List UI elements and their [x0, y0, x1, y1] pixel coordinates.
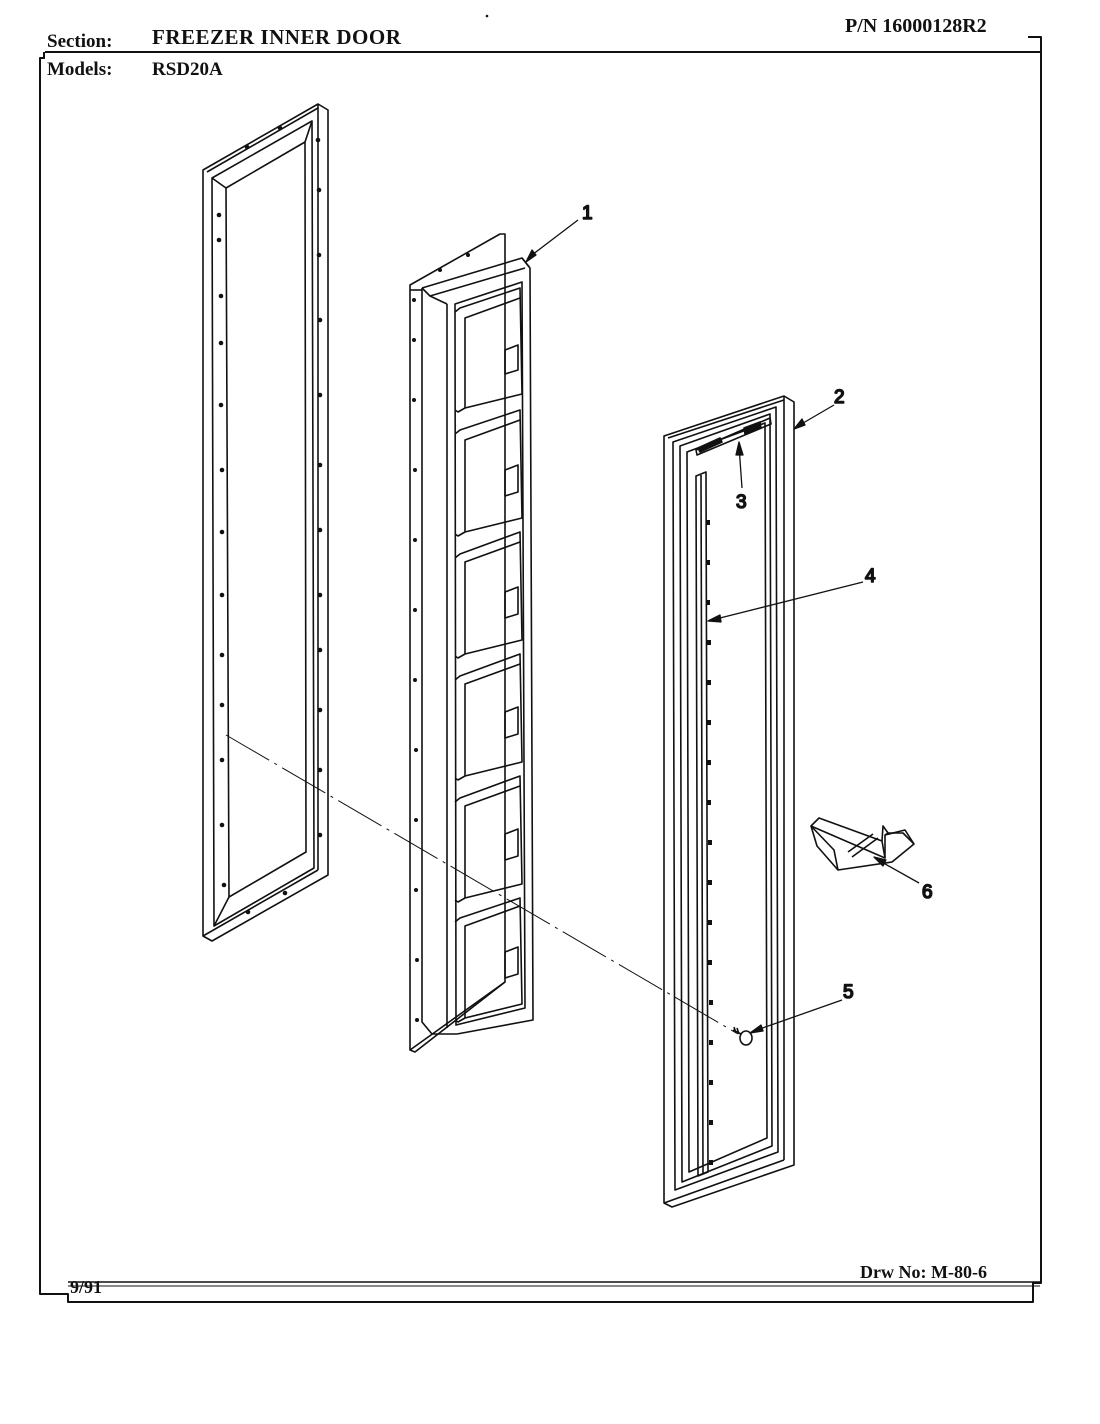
liner-screw-holes — [412, 253, 470, 1022]
alignment-dash-line — [225, 734, 739, 1035]
retainer-bar-part — [695, 471, 709, 1177]
models-label: Models: — [47, 59, 113, 80]
inner-door-panel-part — [663, 395, 795, 1208]
callout-1: 1 — [582, 203, 593, 224]
section-label: Section: — [47, 31, 113, 52]
inner-liner-part — [409, 233, 534, 1053]
outer-frame-part — [202, 103, 329, 942]
stray-dot — [485, 14, 489, 18]
page-frame — [39, 36, 1042, 1303]
callout-3: 3 — [736, 492, 747, 513]
retainer-bar-holes — [706, 520, 713, 1165]
liner-shelf-pockets — [454, 287, 523, 1023]
callout-2: 2 — [834, 387, 845, 408]
drawing-number: Drw No: M-80-6 — [860, 1262, 987, 1282]
door-bin-part — [810, 817, 915, 871]
part-number: P/N 16000128R2 — [845, 15, 987, 37]
callout-6: 6 — [922, 882, 933, 903]
section-title: FREEZER INNER DOOR — [152, 25, 402, 49]
leader-lines — [525, 219, 920, 1034]
screw-holes-left — [216, 125, 323, 915]
models-value: RSD20A — [152, 59, 223, 80]
callout-4: 4 — [865, 566, 876, 587]
screw-part — [732, 1026, 753, 1046]
callout-5: 5 — [843, 982, 854, 1003]
